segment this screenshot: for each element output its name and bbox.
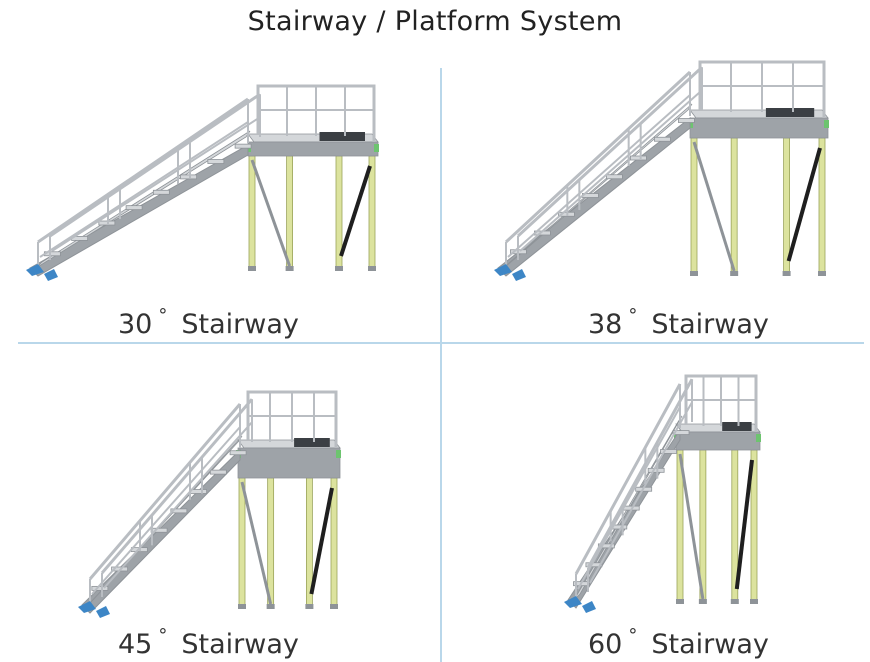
- platform-hatch: [722, 422, 752, 431]
- brace-dark: [734, 459, 754, 590]
- brace-light: [250, 159, 292, 267]
- stair-handrail: [574, 383, 682, 575]
- leg-foot-plate: [330, 604, 338, 609]
- brace-dark: [309, 487, 334, 595]
- platform-hatch: [319, 132, 365, 141]
- stair-midrail: [51, 116, 261, 252]
- stair-tread: [209, 469, 227, 475]
- hinge-bracket: [824, 120, 829, 128]
- caption-label: Stairway: [181, 629, 299, 660]
- stair-midrail: [91, 426, 241, 595]
- stair-tread: [654, 136, 671, 142]
- degree-symbol: °: [158, 305, 168, 326]
- stair-midrail: [577, 406, 681, 590]
- brace-light: [692, 141, 736, 272]
- caption-label: Stairway: [651, 629, 769, 660]
- stair-foot-left: [494, 264, 512, 276]
- stair-tread: [170, 508, 188, 514]
- stair-handrail: [37, 97, 249, 244]
- brace-dark: [786, 147, 822, 262]
- degree-symbol: °: [628, 305, 638, 326]
- leg-foot-plate: [368, 266, 376, 271]
- caption-label: Stairway: [651, 309, 769, 340]
- stair-midrail: [103, 421, 253, 589]
- stair-tread: [660, 449, 677, 454]
- stair-midrail: [589, 401, 693, 584]
- leg-foot-plate: [335, 266, 343, 271]
- caption-30-stairway: 30° Stairway: [118, 305, 299, 340]
- caption-45-stairway: 45° Stairway: [118, 625, 299, 660]
- leg-foot-plate: [690, 271, 698, 276]
- stair-foot-right: [512, 269, 526, 281]
- leg-foot-plate: [782, 271, 791, 276]
- page-title: Stairway / Platform System: [247, 6, 623, 37]
- stair-tread: [180, 174, 198, 180]
- caption-angle: 30: [118, 309, 153, 340]
- leg-foot-plate: [730, 599, 739, 604]
- stair-tread: [125, 205, 143, 211]
- stair-tread: [229, 450, 247, 456]
- leg-foot-plate: [238, 604, 246, 609]
- stair-midrail: [507, 94, 691, 258]
- stair-handrail: [49, 92, 261, 238]
- leg-foot-plate: [266, 604, 275, 609]
- hinge-bracket: [374, 144, 379, 152]
- stair-tread: [606, 174, 623, 180]
- leg-foot-plate: [730, 271, 739, 276]
- stair-handrail: [504, 70, 692, 244]
- stairway-30-illustration: [0, 0, 440, 340]
- leg-foot-plate: [285, 266, 294, 271]
- stair-foot-right: [582, 601, 596, 613]
- stair-tread: [597, 543, 615, 549]
- hinge-bracket: [336, 450, 341, 458]
- platform-hatch: [765, 108, 815, 117]
- stairway-38-illustration: [494, 60, 829, 281]
- stair-foot-left: [564, 596, 582, 608]
- brace-light: [240, 481, 273, 605]
- caption-60-stairway: 60° Stairway: [588, 625, 769, 660]
- platform-hatch: [294, 438, 330, 447]
- stair-tread: [630, 155, 647, 161]
- degree-symbol: °: [628, 625, 638, 646]
- caption-label: Stairway: [181, 309, 299, 340]
- divider-vertical: [440, 68, 442, 662]
- leg-foot-plate: [698, 599, 707, 604]
- stair-handrail: [586, 378, 694, 569]
- platform-edge: [237, 447, 341, 479]
- caption-angle: 60: [588, 629, 623, 660]
- stair-tread: [234, 143, 252, 149]
- leg-foot-plate: [248, 266, 256, 271]
- stair-tread: [678, 118, 695, 123]
- degree-symbol: °: [158, 625, 168, 646]
- hinge-bracket: [756, 434, 761, 442]
- caption-38-stairway: 38° Stairway: [588, 305, 769, 340]
- stair-handrail: [88, 403, 242, 580]
- stair-tread: [585, 562, 603, 568]
- stair-tread: [672, 430, 690, 435]
- stair-tread: [152, 189, 170, 195]
- brace-light: [678, 453, 705, 600]
- stair-foot-right: [96, 606, 110, 618]
- leg-foot-plate: [818, 271, 826, 276]
- stair-foot-right: [44, 269, 58, 281]
- stair-tread: [647, 467, 665, 473]
- leg-foot-plate: [305, 604, 314, 609]
- divider-horizontal: [18, 342, 864, 344]
- leg-foot-plate: [750, 599, 758, 604]
- stair-midrail: [39, 121, 249, 258]
- stairway-45-illustration: [78, 390, 341, 618]
- stair-handrail: [100, 398, 254, 574]
- stair-tread: [207, 159, 225, 164]
- brace-dark: [339, 165, 372, 257]
- leg-foot-plate: [676, 599, 684, 604]
- stair-tread: [98, 220, 116, 226]
- caption-angle: 38: [588, 309, 623, 340]
- stair-foot-left: [26, 264, 44, 276]
- stair-midrail: [519, 89, 703, 252]
- stair-foot-left: [78, 601, 96, 613]
- caption-angle: 45: [118, 629, 153, 660]
- stair-handrail: [516, 66, 704, 238]
